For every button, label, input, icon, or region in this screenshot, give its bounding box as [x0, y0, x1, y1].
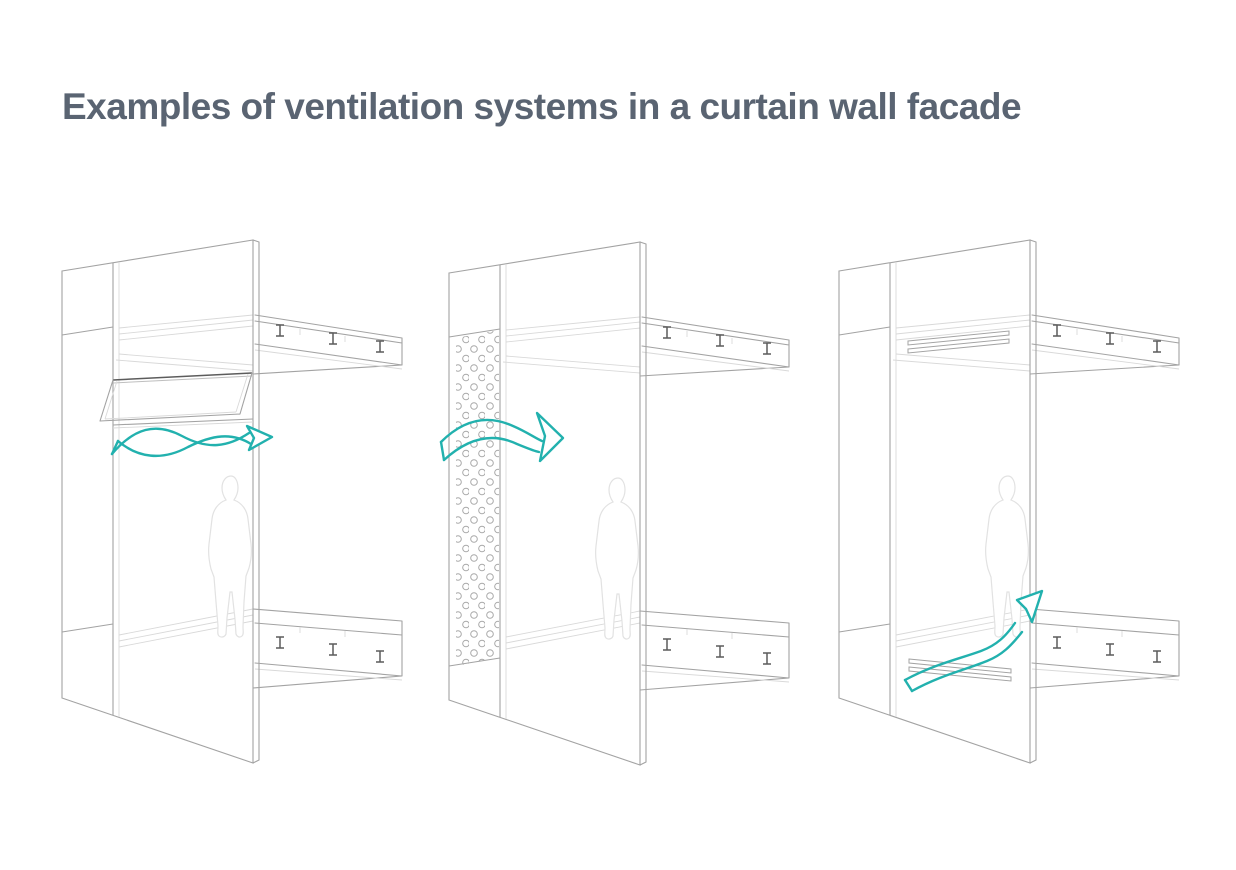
floor-slab-bottom — [252, 608, 403, 689]
facade-panel — [448, 241, 647, 766]
perforated-panel-vent-illustration — [439, 241, 790, 766]
floor-slab-top — [1029, 314, 1180, 375]
airflow-arrow-icon — [110, 424, 274, 458]
airflow-arrow-icon — [439, 411, 565, 463]
floor-slab-top — [252, 314, 403, 375]
diagram-top-hung-flap-vent — [50, 228, 420, 793]
floor-slab-top — [639, 316, 790, 377]
person-silhouette — [595, 477, 639, 640]
person-silhouette — [208, 475, 252, 638]
floor-slab-bottom — [1029, 608, 1180, 689]
diagram-slot-vents — [827, 228, 1197, 793]
facade-panel — [838, 239, 1037, 764]
interior-lines — [115, 314, 254, 648]
top-hung-flap-vent-illustration — [61, 239, 403, 764]
slot-vents-top — [907, 330, 1010, 354]
interior-lines — [892, 314, 1031, 648]
slot-vents-illustration — [838, 239, 1180, 764]
airflow-arrow-icon — [903, 589, 1044, 693]
flap-window — [99, 372, 254, 429]
diagram-perforated-panel-vent — [437, 230, 807, 795]
interior-lines — [502, 316, 641, 650]
perforated-vent-panel — [456, 330, 499, 666]
floor-slab-bottom — [639, 610, 790, 691]
facade-panel — [61, 239, 260, 764]
page-title: Examples of ventilation systems in a cur… — [62, 86, 1022, 127]
person-silhouette — [985, 475, 1029, 638]
